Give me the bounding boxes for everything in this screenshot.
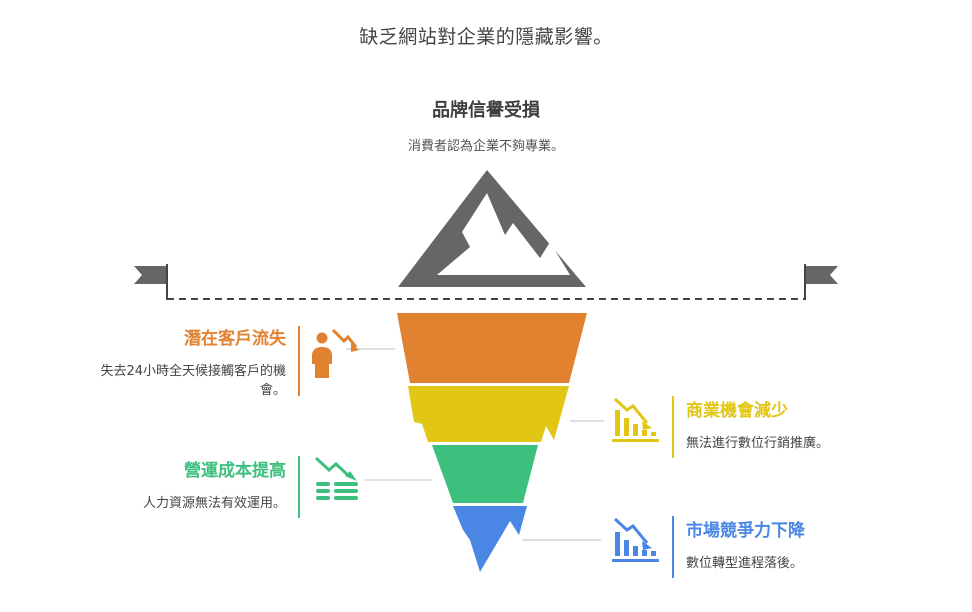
layer-1-shape [397,313,587,383]
layer-2-title: 商業機會減少 [686,401,788,421]
layer-2-description-line: 無法進行數位行銷推廣。 [686,436,830,451]
layer-2-text: 商業機會減少 無法進行數位行銷推廣。 [686,396,946,453]
layer-3-title: 營運成本提高 [184,461,286,481]
layer-2-shape [408,386,569,442]
layer-3-text: 營運成本提高 人力資源無法有效運用。 [40,456,286,513]
layer-1-description-line: 會。 [259,383,286,398]
layer-1-text: 潛在客戶流失 失去24小時全天候接觸客戶的機 會。 [40,324,286,400]
layer-4-description-line: 數位轉型進程落後。 [686,556,804,571]
layer-4-description: 數位轉型進程落後。 [686,554,946,573]
layer-2-description: 無法進行數位行銷推廣。 [686,434,946,453]
left-flag-icon [134,264,168,300]
layer-1-description: 失去24小時全天候接觸客戶的機 會。 [40,362,286,400]
layer-3-description: 人力資源無法有效運用。 [40,494,286,513]
tip-title: 品牌信譽受損 [432,100,540,121]
tip-description: 消費者認為企業不夠專業。 [407,139,564,154]
layer-3-shape [432,445,538,503]
layer-1-description-line: 失去24小時全天候接觸客戶的機 [100,364,286,379]
mountain-tip-icon [398,170,586,287]
declining-bar-chart-icon [612,517,659,562]
layer-4-divider [672,516,674,578]
declining-bar-chart-icon [612,397,659,442]
layer-4-text: 市場競爭力下降 數位轉型進程落後。 [686,516,946,573]
layer-4-title: 市場競爭力下降 [686,521,805,541]
layer-3-description-line: 人力資源無法有效運用。 [142,496,286,511]
layer-2-divider [672,396,674,458]
cost-trend-icon [314,456,358,500]
diagram-title: 缺乏網站對企業的隱藏影響。 [359,26,613,48]
right-flag-icon [804,264,838,300]
layer-1-divider [298,326,300,396]
layer-4-shape [453,506,527,572]
layer-1-title: 潛在客戶流失 [184,329,286,349]
person-declining-icon [312,328,359,378]
layer-3-divider [298,456,300,518]
